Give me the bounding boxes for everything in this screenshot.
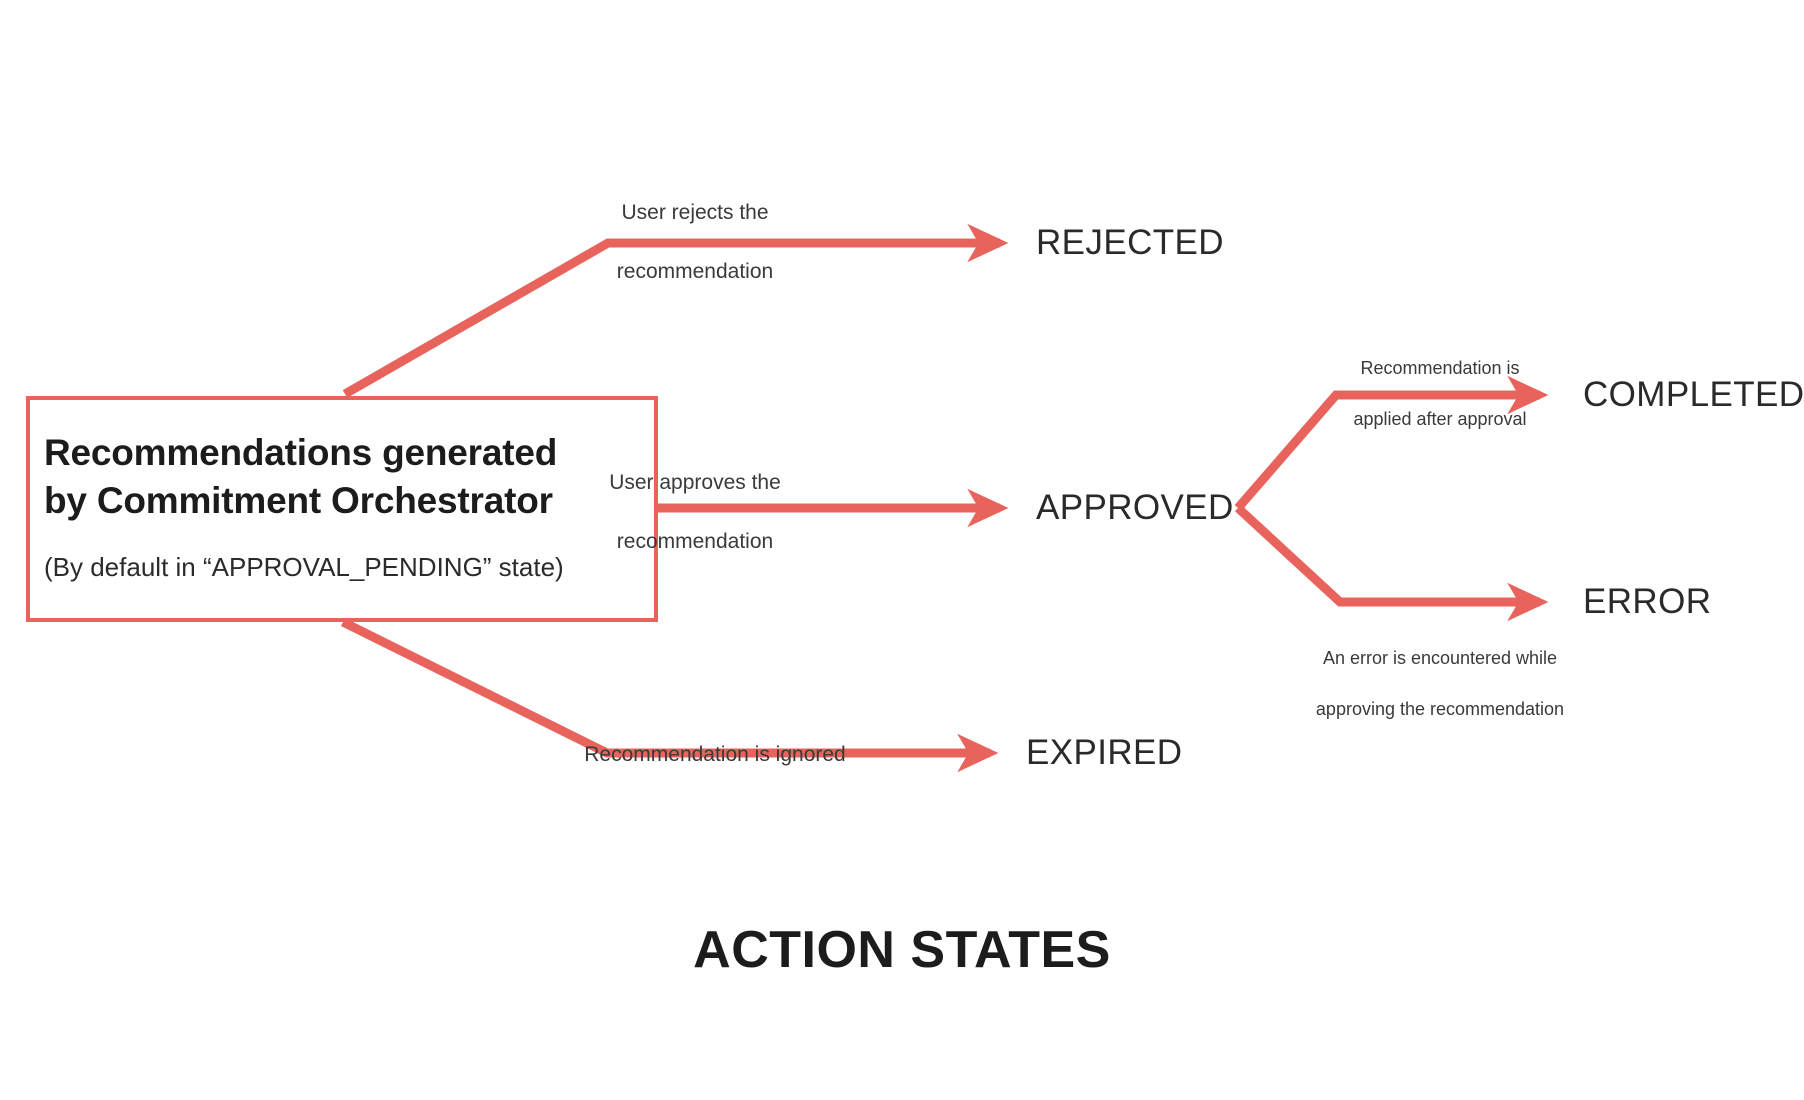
edge-label-to-error-line1: An error is encountered while [1322,647,1558,668]
edge-label-to-approved-line2: recommendation [616,530,774,554]
edge-label-to-error-line2: approving the recommendation [1315,698,1565,719]
edge-to-completed [1234,375,1549,511]
state-label-completed: COMPLETED [1583,375,1804,414]
state-label-expired: EXPIRED [1026,733,1183,772]
edge-label-to-completed-line1: Recommendation is [1360,357,1520,378]
state-label-error: ERROR [1583,582,1712,621]
edge-to-expired [340,617,999,773]
edge-label-to-completed: Recommendation is applied after approval [1310,330,1570,458]
state-label-rejected: REJECTED [1036,223,1224,262]
source-node-box: Recommendations generated by Commitment … [26,396,658,622]
edge-label-to-rejected-line2: recommendation [616,260,774,284]
edge-label-to-rejected: User rejects the recommendation [545,168,845,317]
source-node-title: Recommendations generated by Commitment … [44,429,640,527]
diagram-title: ACTION STATES [693,921,1111,979]
source-node-title-line1: Recommendations generated [44,431,558,473]
edge-label-to-expired: Recommendation is ignored [515,710,915,799]
edge-to-rejected [342,223,1009,398]
edge-label-to-approved-line1: User approves the [609,470,781,494]
edge-label-to-approved: User approves the recommendation [545,438,845,587]
source-node-title-line2: by Commitment Orchestrator [44,480,553,522]
edge-label-to-error: An error is encountered while approving … [1280,620,1600,748]
edge-to-error [1234,504,1549,622]
edge-label-to-rejected-line1: User rejects the [621,200,769,224]
edge-label-to-completed-line2: applied after approval [1353,408,1527,429]
state-label-approved: APPROVED [1036,488,1234,527]
source-node-subtitle: (By default in “APPROVAL_PENDING” state) [44,552,564,583]
edge-label-to-expired-line1: Recommendation is ignored [584,742,846,766]
